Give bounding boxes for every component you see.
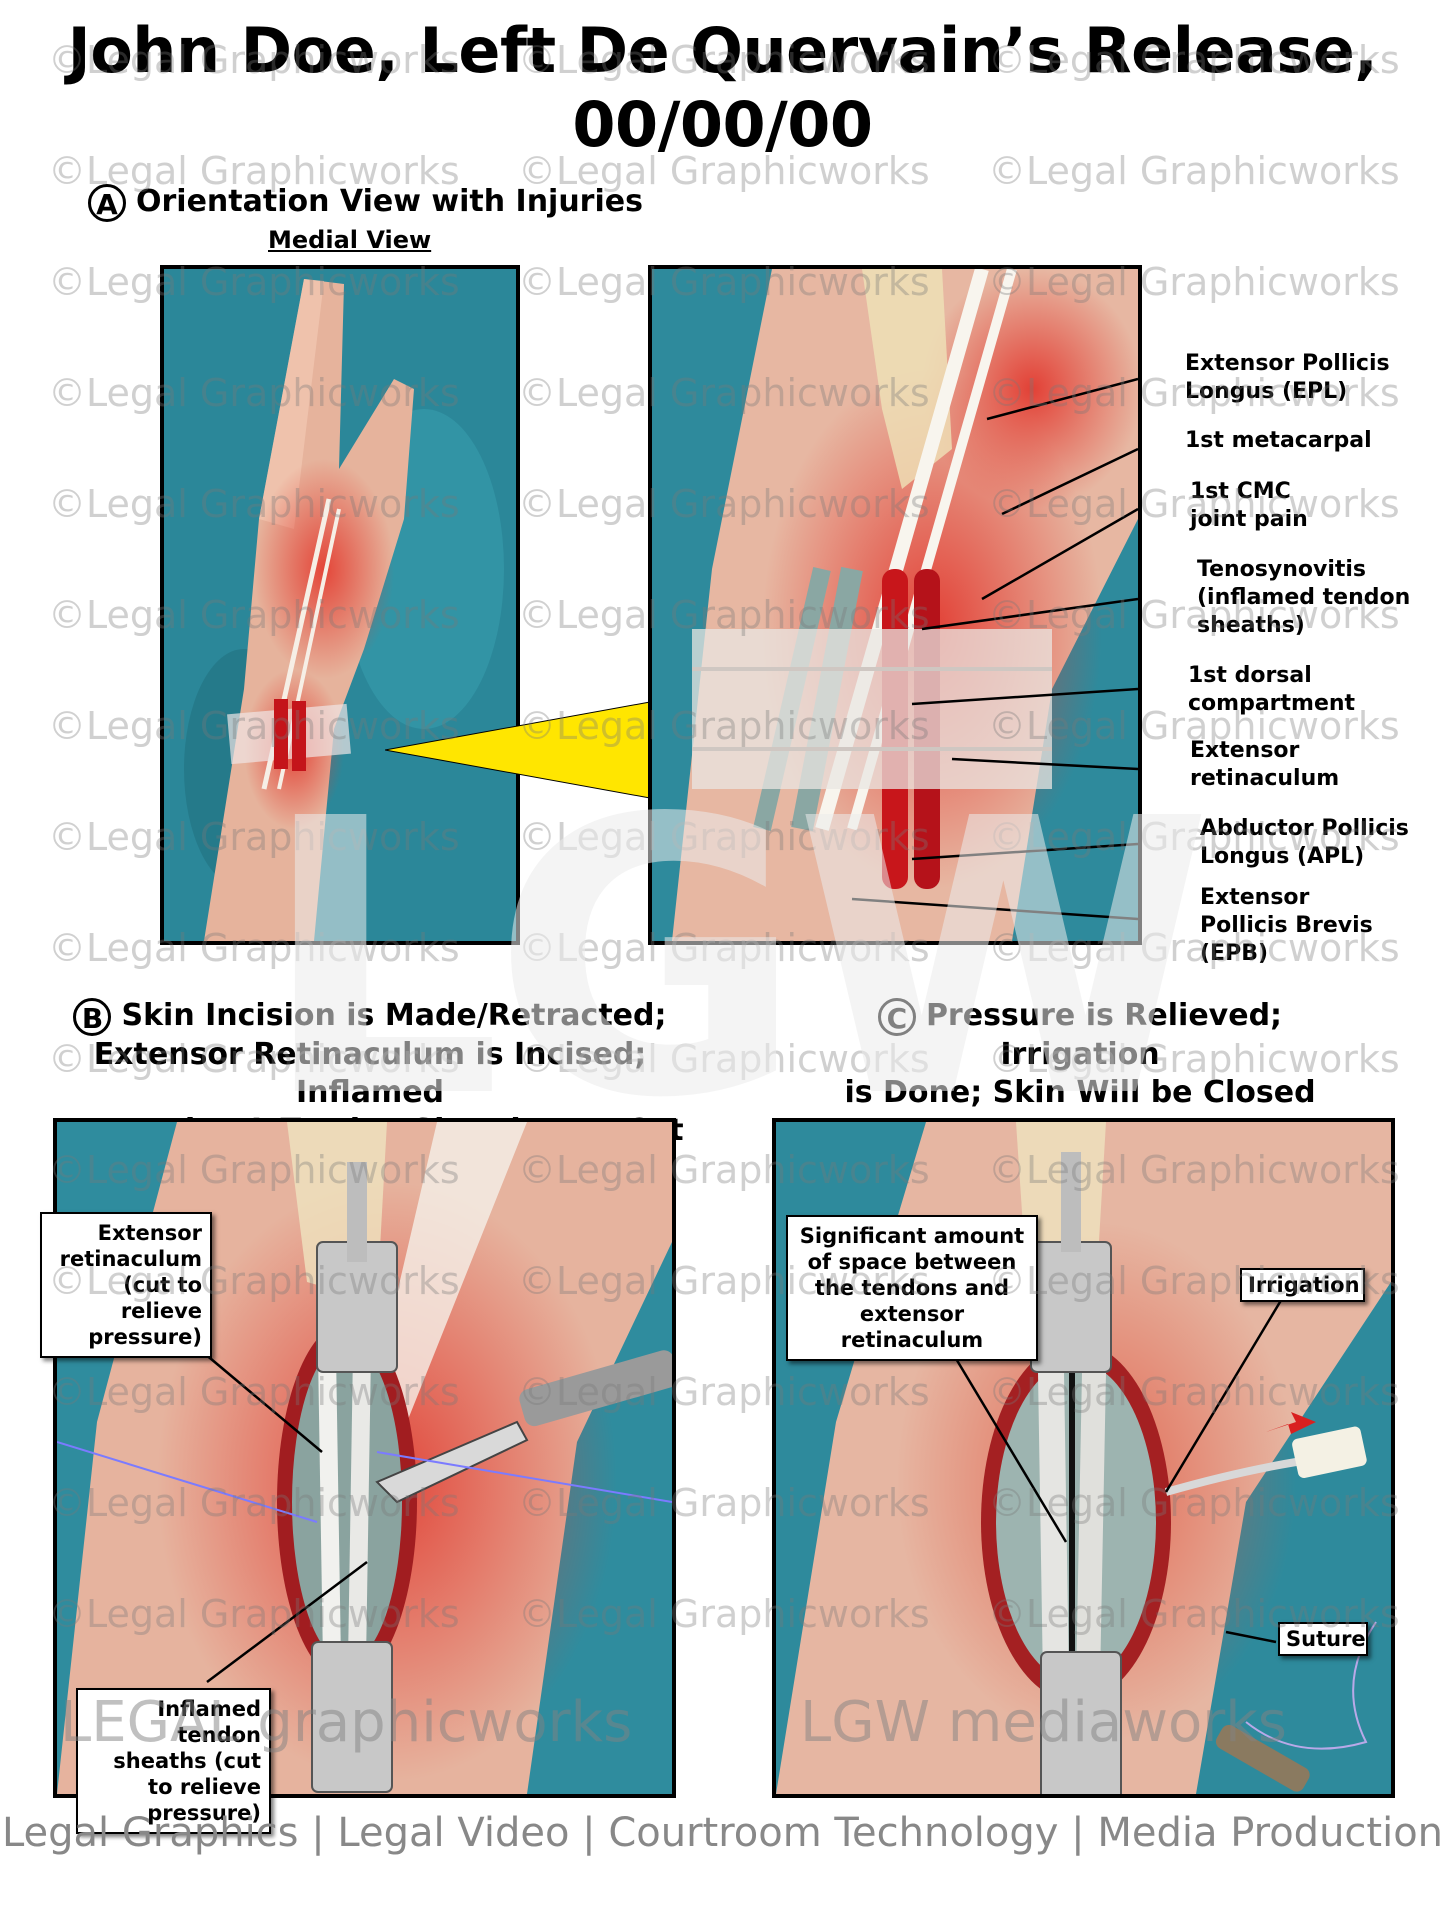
label-epl: Extensor Pollicis Longus (EPL) — [1185, 351, 1390, 404]
label-apl: Abductor Pollicis Longus (APL) — [1200, 816, 1409, 869]
brand-legal-graphicworks: LEGAL graphicworks — [60, 1690, 633, 1755]
section-a-heading: A Orientation View with Injuries — [88, 183, 643, 222]
title-line-2: 00/00/00 — [572, 88, 873, 161]
medial-view-label: Medial View — [268, 226, 432, 254]
label-1st-cmc: 1st CMC joint pain — [1190, 479, 1308, 532]
callout-irrigation: Irrigation — [1240, 1268, 1365, 1302]
label-tenosynovitis: Tenosynovitis (inflamed tendon sheaths) — [1197, 557, 1411, 638]
callout-suture: Suture — [1278, 1622, 1368, 1656]
zoomed-wrist-panel — [648, 265, 1142, 945]
section-b-marker: B — [73, 997, 112, 1036]
callout-extensor-retinaculum-cut: Extensor retinaculum (cut to relieve pre… — [40, 1212, 212, 1358]
orientation-hand-panel — [160, 265, 520, 945]
section-c-line-1: Pressure is Relieved; Irrigation — [925, 998, 1283, 1072]
footer-services: Legal Graphics | Legal Video | Courtroom… — [1, 1810, 1444, 1856]
callout-significant-space: Significant amount of space between the … — [786, 1215, 1038, 1361]
label-1st-metacarpal: 1st metacarpal — [1185, 428, 1372, 453]
brand-lgw-mediaworks: LGW mediaworks — [800, 1690, 1287, 1755]
label-1st-dorsal-compartment: 1st dorsal compartment — [1188, 663, 1356, 716]
section-a-title: Orientation View with Injuries — [136, 184, 643, 219]
callout-inflamed-sheaths-cut: Inflamed tendon sheaths (cut to relieve … — [76, 1688, 271, 1834]
lgw-logo-watermark: LGW — [260, 738, 1213, 1181]
section-c-line-2: is Done; Skin Will be Closed — [844, 1074, 1316, 1110]
label-extensor-retinaculum: Extensor retinaculum — [1190, 738, 1340, 791]
label-epb: Extensor Pollicis Brevis (EPB) — [1200, 885, 1373, 966]
page-title: John Doe, Left De Quervain’s Release, 00… — [0, 14, 1445, 162]
section-b-line-2: Extensor Retinaculum is Incised; Inflame… — [93, 1036, 647, 1110]
section-a-marker: A — [88, 183, 126, 222]
title-line-1: John Doe, Left De Quervain’s Release, — [67, 14, 1378, 87]
section-c-marker: C — [877, 997, 916, 1036]
section-b-line-1: Skin Incision is Made/Retracted; — [121, 998, 667, 1033]
